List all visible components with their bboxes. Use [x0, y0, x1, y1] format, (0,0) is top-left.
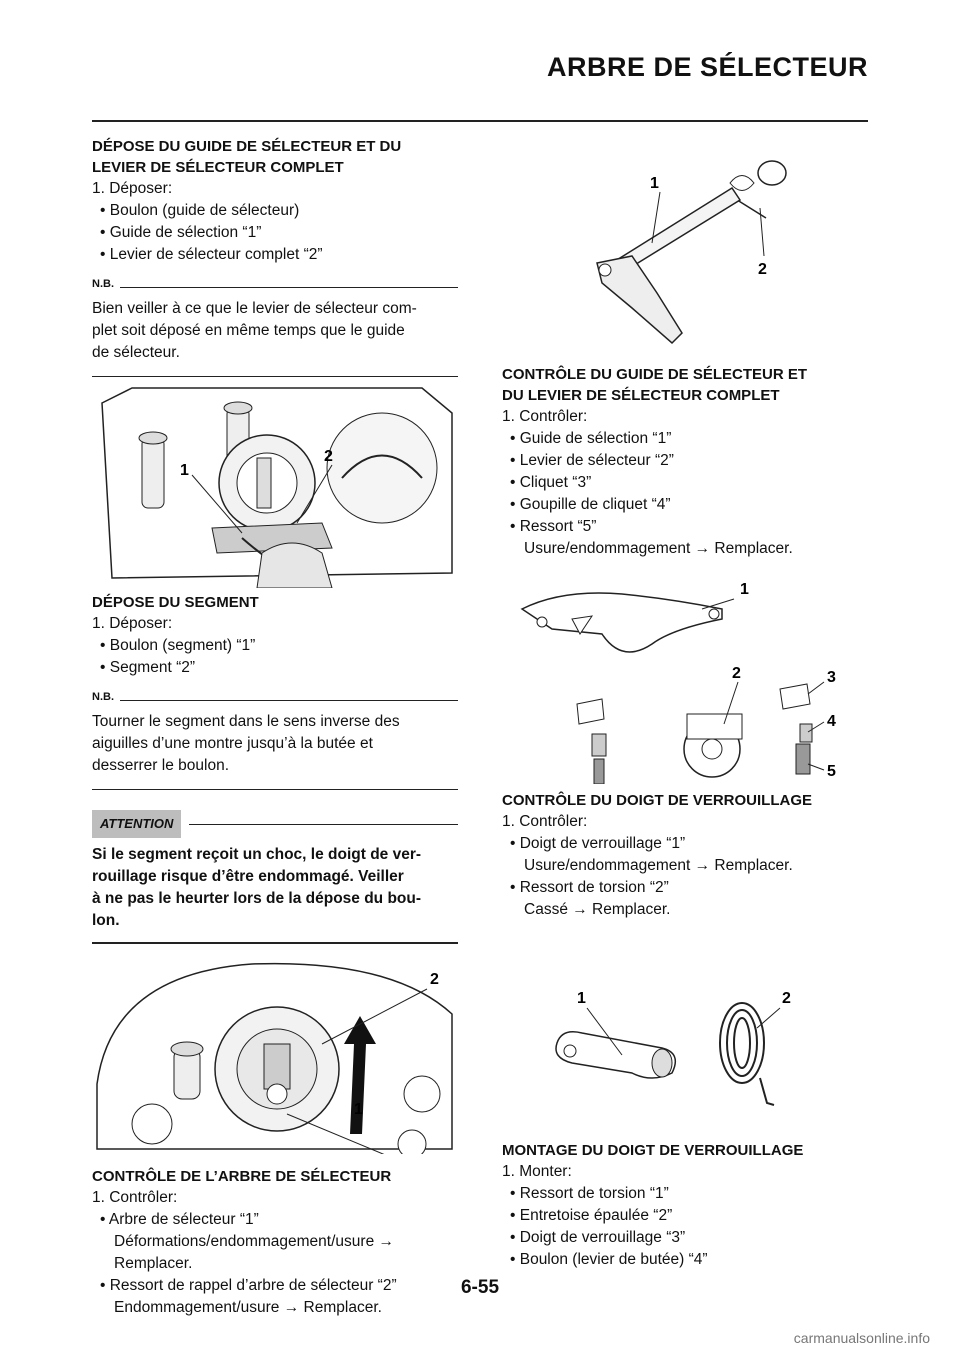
bullet-cont: Déformations/endommagement/usure →: [114, 1233, 394, 1250]
engine-photo-guide: 1 2: [92, 383, 458, 588]
note-label: N.B.: [92, 691, 114, 703]
attention-line: Si le segment reçoit un choc, le doigt d…: [92, 846, 422, 863]
page-header-title: ARBRE DE SÉLECTEUR: [546, 52, 868, 82]
note-rule: [120, 286, 458, 288]
note-text: Tourner le segment dans le sens inverse …: [92, 711, 458, 777]
bullet: • Levier de sélecteur “2”: [510, 452, 674, 469]
attention-text: Si le segment reçoit un choc, le doigt d…: [92, 844, 458, 932]
attention-end-rule: [92, 942, 458, 944]
bullet: • Doigt de verrouillage “1”: [510, 835, 686, 852]
bullet: • Boulon (segment) “1”: [100, 637, 256, 654]
bullet: • Boulon (guide de sélecteur): [100, 202, 300, 219]
callout-2: 2: [732, 665, 741, 682]
guide-parts-illustration: 1 2 3 4 5: [520, 581, 836, 784]
bullet: • Goupille de cliquet “4”: [510, 496, 671, 513]
bullet: • Levier de sélecteur complet “2”: [100, 246, 323, 263]
bullet: • Cliquet “3”: [510, 474, 592, 491]
note-line: aiguilles d’une montre jusqu’à la butée …: [92, 735, 373, 752]
bullet-cont: Usure/endommagement → Remplacer.: [524, 540, 793, 557]
bullet-cont: Cassé → Remplacer.: [524, 901, 671, 918]
bullet: • Entretoise épaulée “2”: [510, 1207, 673, 1224]
bullet-cont: Endommagement/usure → Remplacer.: [114, 1299, 382, 1316]
bullet: • Ressort de torsion “1”: [510, 1185, 669, 1202]
step-line: 1. Contrôler:: [502, 408, 588, 425]
bullet: • Segment “2”: [100, 659, 196, 676]
note-line: desserrer le boulon.: [92, 757, 229, 774]
step-line: 1. Déposer:: [92, 615, 173, 632]
right-column: 1 2 CONTRÔLE DU GUIDE DE SÉLECTEUR ET DU…: [502, 136, 868, 1271]
callout-1: 1: [354, 1101, 363, 1118]
bullet: • Ressort de torsion “2”: [510, 879, 669, 896]
bullet: • Arbre de sélecteur “1”: [100, 1211, 259, 1228]
callout-2: 2: [430, 971, 439, 988]
lock-finger-illustration: 1 2: [555, 990, 791, 1106]
note-line: Bien veiller à ce que le levier de sélec…: [92, 300, 417, 317]
attention-badge: ATTENTION: [92, 810, 182, 838]
note-header: N.B.: [92, 691, 458, 703]
attention-line: à ne pas le heurter lors de la dépose du…: [92, 890, 422, 907]
callout-3: 3: [827, 669, 836, 686]
section-title-lock-check: CONTRÔLE DU DOIGT DE VERROUILLAGE: [502, 792, 813, 809]
bullet: • Ressort de rappel d’arbre de sélecteur…: [100, 1277, 397, 1294]
section-title-shaft-check: CONTRÔLE DE L’ARBRE DE SÉLECTEUR: [92, 1168, 392, 1185]
step-line: 1. Déposer:: [92, 180, 173, 197]
callout-1: 1: [740, 581, 749, 598]
watermark-link[interactable]: carmanualsonline.info: [793, 1330, 930, 1346]
callout-5: 5: [827, 763, 836, 780]
header-rule: [92, 120, 868, 122]
callout-1: 1: [180, 462, 189, 479]
note-end-rule: [92, 376, 458, 377]
page-number: 6-55: [460, 1277, 500, 1298]
section-title-guide-check: CONTRÔLE DU GUIDE DE SÉLECTEUR ET: [502, 366, 808, 383]
note-text: Bien veiller à ce que le levier de sélec…: [92, 298, 458, 364]
attention-header: ATTENTION: [92, 810, 458, 838]
note-label: N.B.: [92, 278, 114, 290]
bullet-cont: Remplacer.: [114, 1255, 193, 1272]
bullet: • Boulon (levier de butée) “4”: [510, 1251, 708, 1268]
attention-rule: [189, 823, 458, 825]
step-line: 1. Monter:: [502, 1163, 572, 1180]
note-header: N.B.: [92, 278, 458, 290]
note-line: Tourner le segment dans le sens inverse …: [92, 713, 400, 730]
callout-1: 1: [577, 990, 586, 1007]
bullet: • Guide de sélection “1”: [510, 430, 672, 447]
step-line: 1. Contrôler:: [502, 813, 588, 830]
note-line: plet soit déposé en même temps que le gu…: [92, 322, 405, 339]
section-title-guide-check-2: DU LEVIER DE SÉLECTEUR COMPLET: [502, 387, 780, 404]
bullet-cont: Usure/endommagement → Remplacer.: [524, 857, 793, 874]
note-rule: [120, 699, 458, 701]
shift-shaft-illustration: 1 2: [596, 160, 787, 345]
attention-line: rouillage risque d’être endommagé. Veill…: [92, 868, 404, 885]
bullet: • Guide de sélection “1”: [100, 224, 262, 241]
bullet: • Ressort “5”: [510, 518, 597, 535]
callout-2: 2: [782, 990, 791, 1007]
callout-1: 1: [650, 175, 659, 192]
callout-2: 2: [758, 261, 767, 278]
note-end-rule: [92, 789, 458, 790]
bullet: • Doigt de verrouillage “3”: [510, 1229, 686, 1246]
engine-photo-segment: 2 1: [92, 954, 458, 1154]
section-title-lock-install: MONTAGE DU DOIGT DE VERROUILLAGE: [502, 1142, 804, 1159]
section-title-segment-removal: DÉPOSE DU SEGMENT: [92, 594, 259, 611]
section-title-guide-removal: DÉPOSE DU GUIDE DE SÉLECTEUR ET DU: [92, 138, 402, 155]
left-column: DÉPOSE DU GUIDE DE SÉLECTEUR ET DU LEVIE…: [92, 136, 458, 1319]
callout-2: 2: [324, 448, 333, 465]
callout-4: 4: [827, 713, 836, 730]
section-title-guide-removal-2: LEVIER DE SÉLECTEUR COMPLET: [92, 159, 344, 176]
attention-line: lon.: [92, 912, 120, 929]
step-line: 1. Contrôler:: [92, 1189, 178, 1206]
note-line: de sélecteur.: [92, 344, 180, 361]
